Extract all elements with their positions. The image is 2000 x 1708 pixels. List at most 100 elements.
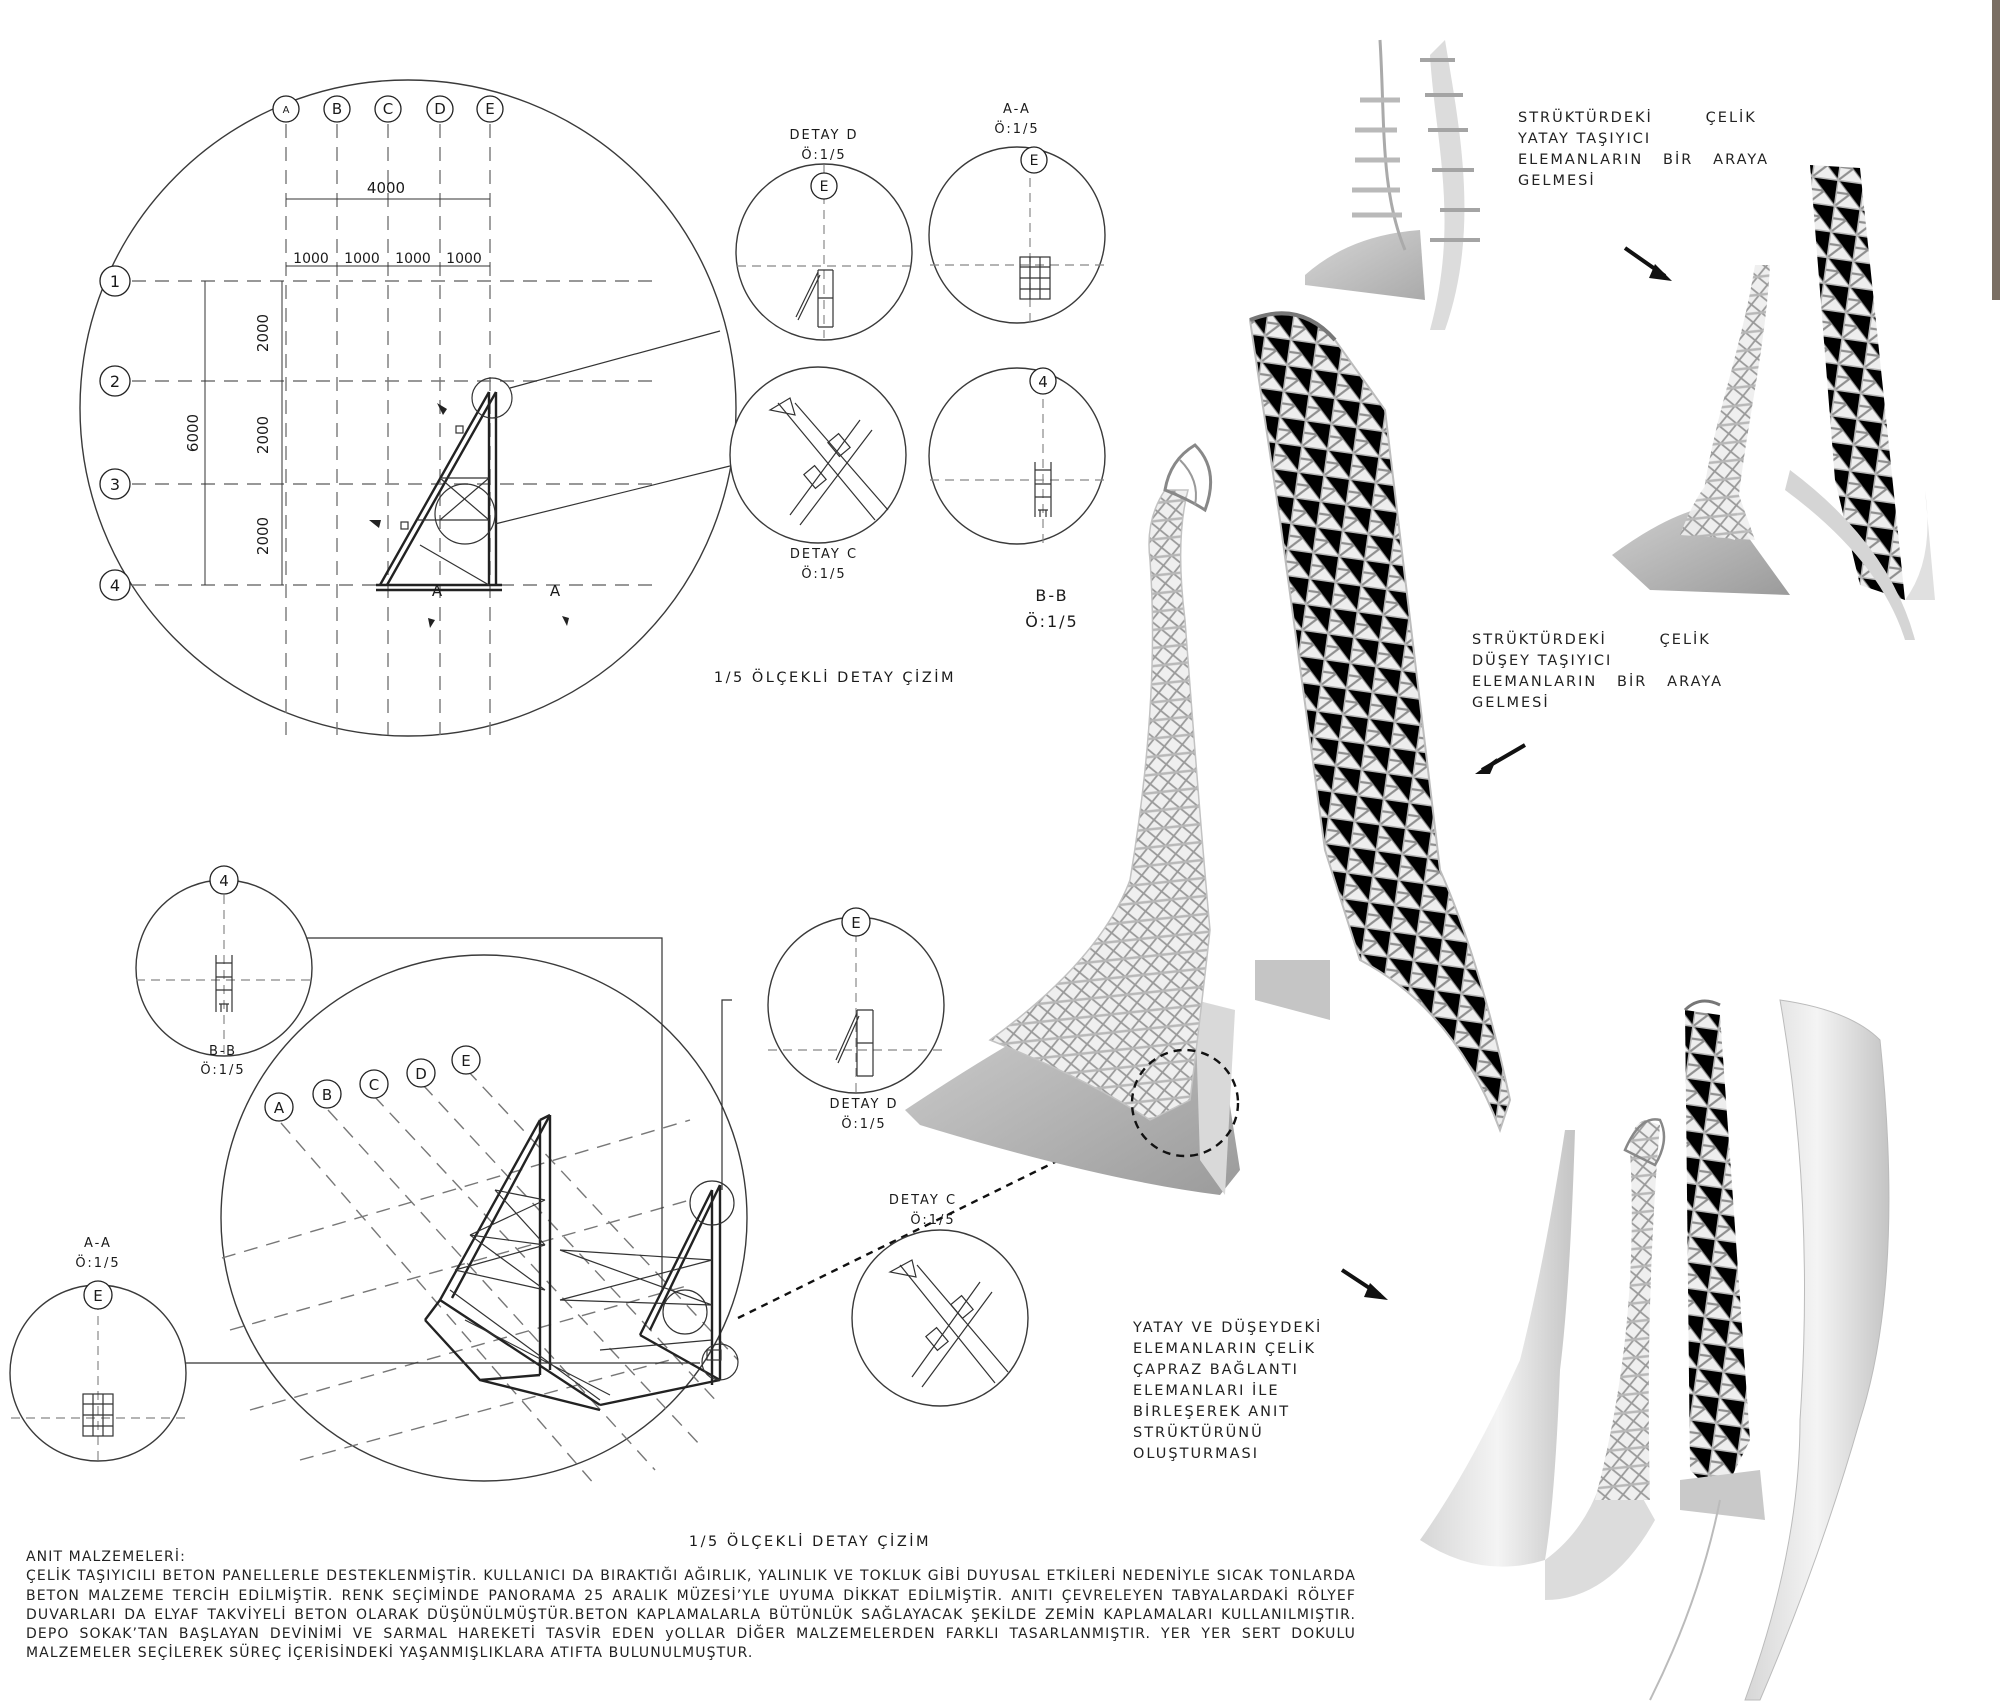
detail-d-scale: Ö:1/5 bbox=[801, 146, 846, 163]
annotation-combined-line-7: OLUŞTURMASI bbox=[1133, 1446, 1260, 1462]
iso-section-aa-scale: Ö:1/5 bbox=[75, 1254, 120, 1271]
plan-triangular-frame bbox=[369, 377, 569, 628]
grid-bubble-3 bbox=[99, 468, 131, 500]
render-vertical-elements bbox=[1248, 311, 1512, 1133]
photo-edge-sliver bbox=[1992, 0, 2000, 300]
grid-bubble-e bbox=[476, 95, 504, 123]
top-plan-drawing: A B C D E 1 2 3 4 4000 1000 1000 1000 10… bbox=[79, 79, 956, 737]
iso-steel-frame bbox=[424, 1113, 739, 1412]
section-aa-scale: Ö:1/5 bbox=[994, 120, 1039, 137]
leader-detail-d bbox=[509, 330, 721, 389]
grid-bubble-1 bbox=[99, 265, 131, 297]
annotation-vertical-line-2: DÜŞEY TAŞIYICI bbox=[1472, 653, 1613, 669]
annotation-vertical: STRÜKTÜRDEKİ ÇELİK DÜŞEY TAŞIYICI ELEMAN… bbox=[1472, 630, 1742, 714]
section-bb-bubble: 4 bbox=[1038, 373, 1048, 391]
detail-c-title: DETAY C bbox=[790, 547, 858, 562]
iso-section-aa-bubble: E bbox=[93, 1287, 102, 1305]
section-aa-bubble: E bbox=[1030, 153, 1039, 169]
annotation-horizontal-line-2: YATAY TAŞIYICI bbox=[1518, 131, 1652, 147]
materials-body: ÇELİK TAŞIYICILI BETON PANELLERLE DESTEK… bbox=[26, 1568, 1356, 1662]
grid-bubble-2 bbox=[99, 365, 131, 397]
iso-section-aa-title: A-A bbox=[84, 1236, 112, 1251]
detail-c-callout-circle bbox=[1130, 1048, 1240, 1158]
grid-label-3: 3 bbox=[110, 475, 120, 494]
annotation-horizontal-line-1: STRÜKTÜRDEKİ ÇELİK bbox=[1518, 110, 1757, 126]
iso-detail-c-title: DETAY C bbox=[889, 1193, 957, 1208]
section-aa-bottom: A-A Ö:1/5 E bbox=[9, 1236, 187, 1462]
iso-section-bb-bubble: 4 bbox=[219, 872, 229, 890]
iso-detail-d-title: DETAY D bbox=[829, 1097, 898, 1112]
plan-dimensions bbox=[204, 198, 490, 585]
annotation-vertical-line-4: GELMESİ bbox=[1472, 695, 1550, 711]
grid-bubble-b bbox=[323, 95, 351, 123]
section-aa-top: A-A Ö:1/5 E bbox=[928, 102, 1106, 324]
annotation-horizontal-line-3: ELEMANLARIN BİR ARAYA bbox=[1518, 152, 1770, 168]
annotation-vertical-line-3: ELEMANLARIN BİR ARAYA bbox=[1472, 674, 1724, 690]
section-bb-top: 4 B-B Ö:1/5 bbox=[928, 367, 1106, 631]
section-aa-title: A-A bbox=[1003, 102, 1031, 117]
iso-detail-d-bubble: E bbox=[851, 914, 860, 932]
detail-d-top: DETAY D Ö:1/5 E bbox=[735, 128, 913, 341]
iso-grid-label-e: E bbox=[461, 1052, 470, 1070]
detail-d-title: DETAY D bbox=[789, 128, 858, 143]
annotation-combined-line-2: ELEMANLARIN ÇELİK bbox=[1133, 1341, 1316, 1357]
render-combined-tower bbox=[905, 443, 1240, 1195]
annotation-horizontal-line-4: GELMESİ bbox=[1518, 173, 1596, 189]
grid-label-4: 4 bbox=[110, 576, 120, 595]
annotation-horizontal: STRÜKTÜRDEKİ ÇELİK YATAY TAŞIYICI ELEMAN… bbox=[1518, 108, 1788, 192]
grid-label-a: A bbox=[283, 105, 290, 116]
annotation-vertical-line-1: STRÜKTÜRDEKİ ÇELİK bbox=[1472, 632, 1711, 648]
detail-d-bottom: E DETAY D Ö:1/5 bbox=[767, 907, 945, 1132]
leader-detail-c bbox=[494, 463, 739, 525]
grid-label-e: E bbox=[485, 100, 494, 118]
detail-d-bubble: E bbox=[820, 179, 829, 195]
plan-caption-bottom: 1/5 ÖLÇEKLİ DETAY ÇİZİM bbox=[689, 1532, 931, 1550]
section-mark-a-left: A bbox=[432, 582, 443, 600]
section-mark-a-right: A bbox=[550, 582, 561, 600]
iso-drawing: A B C D E 1/5 ÖLÇEKLİ DETAY ÇİZİM bbox=[110, 937, 1121, 1550]
section-bb-title: B-B bbox=[1035, 586, 1068, 605]
iso-detail-c-scale: Ö:1/5 bbox=[910, 1211, 955, 1228]
annotation-combined-line-1: YATAY VE DÜŞEYDEKİ bbox=[1133, 1320, 1323, 1336]
dim-vertical-2: 2000 bbox=[254, 416, 272, 454]
dim-horizontal-1: 1000 bbox=[293, 251, 329, 267]
section-bb-bottom: 4 B-B Ö:1/5 bbox=[135, 865, 313, 1078]
detail-c-top: DETAY C Ö:1/5 bbox=[729, 366, 907, 582]
iso-grid-label-c: C bbox=[369, 1076, 379, 1094]
iso-section-bb-title: B-B bbox=[209, 1044, 237, 1059]
materials-title: ANIT MALZEMELERİ: bbox=[26, 1549, 186, 1565]
grid-bubble-a bbox=[272, 95, 300, 123]
render-horizontal-elements bbox=[1305, 39, 1935, 640]
grid-label-c: C bbox=[383, 100, 393, 118]
dim-vertical-1: 2000 bbox=[254, 314, 272, 352]
dim-horizontal-3: 1000 bbox=[395, 251, 431, 267]
grid-bubble-4 bbox=[99, 569, 131, 601]
iso-grid-label-b: B bbox=[322, 1086, 332, 1104]
iso-grid-label-a: A bbox=[274, 1099, 285, 1117]
materials-text: ANIT MALZEMELERİ: ÇELİK TAŞIYICILI BETON… bbox=[26, 1548, 1356, 1664]
plan-caption-top: 1/5 ÖLÇEKLİ DETAY ÇİZİM bbox=[714, 668, 956, 686]
grid-bubble-c bbox=[374, 95, 402, 123]
dim-horizontal-2: 1000 bbox=[344, 251, 380, 267]
dim-vertical-3: 2000 bbox=[254, 517, 272, 555]
section-bb-scale: Ö:1/5 bbox=[1025, 612, 1078, 631]
iso-circle bbox=[220, 954, 748, 1482]
grid-bubble-d bbox=[426, 95, 454, 123]
iso-section-bb-scale: Ö:1/5 bbox=[200, 1061, 245, 1078]
iso-detail-d-scale: Ö:1/5 bbox=[841, 1115, 886, 1132]
grid-label-2: 2 bbox=[110, 372, 120, 391]
dim-horizontal-4: 1000 bbox=[446, 251, 482, 267]
dim-total-vertical: 6000 bbox=[184, 414, 202, 452]
grid-label-d: D bbox=[434, 100, 446, 118]
annotation-combined-line-3: ÇAPRAZ BAĞLANTI bbox=[1133, 1362, 1299, 1378]
annotation-combined-line-4: ELEMANLARI İLE bbox=[1133, 1383, 1280, 1399]
annotation-combined: YATAY VE DÜŞEYDEKİ ELEMANLARIN ÇELİK ÇAP… bbox=[1133, 1318, 1373, 1465]
detail-c-bottom: DETAY C Ö:1/5 bbox=[851, 1193, 1029, 1407]
annotation-combined-line-5: BİRLEŞEREK ANIT bbox=[1133, 1404, 1291, 1420]
render-final-assembly bbox=[1420, 999, 1890, 1701]
plan-grid-vertical bbox=[285, 124, 491, 735]
dim-total-horizontal: 4000 bbox=[367, 179, 405, 197]
iso-grid-label-d: D bbox=[415, 1065, 427, 1083]
detail-c-scale: Ö:1/5 bbox=[801, 565, 846, 582]
